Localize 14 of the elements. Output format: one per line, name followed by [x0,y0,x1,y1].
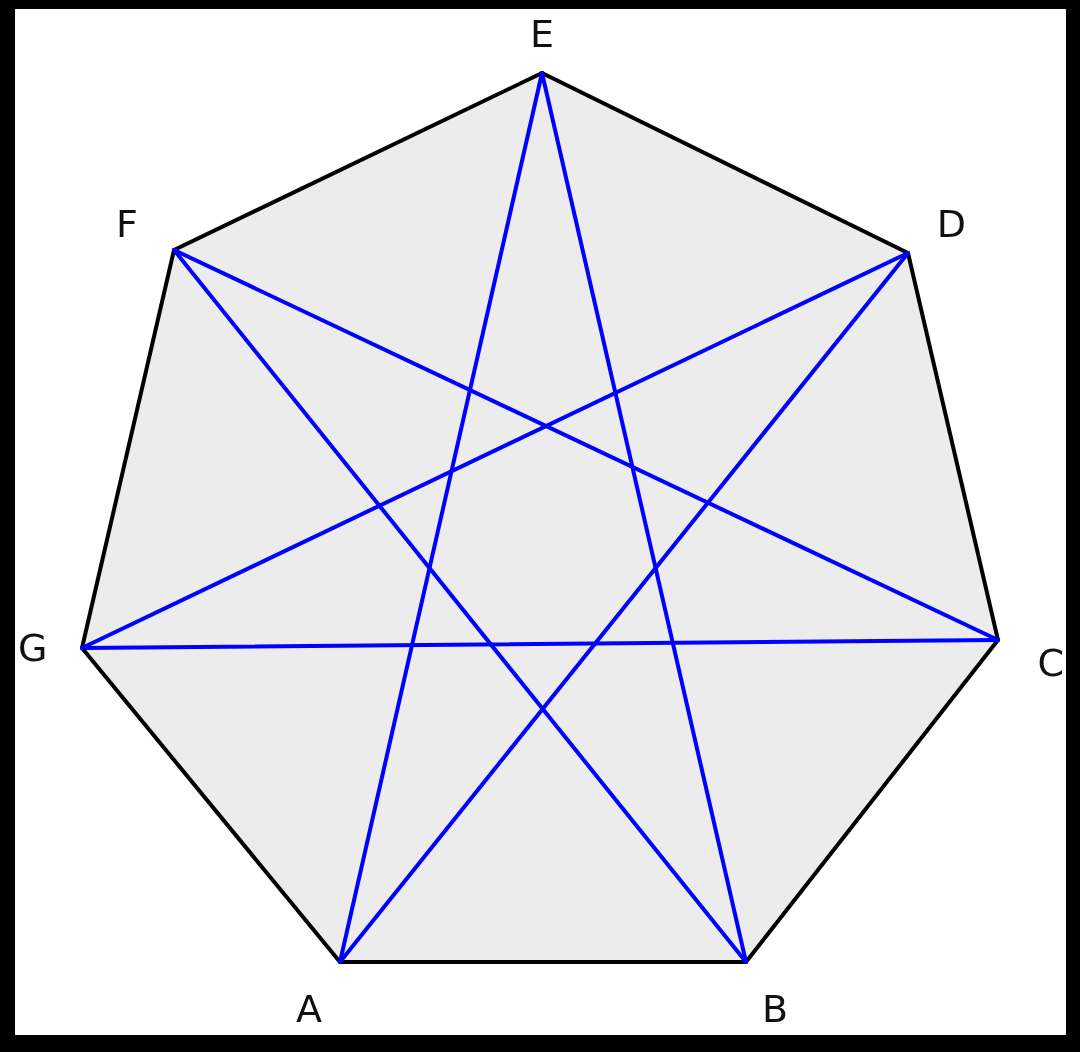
vertex-label: B [746,962,788,1028]
diagonal-line [172,248,748,964]
vertex-label: C [998,630,1064,682]
side-line [906,251,1000,642]
diagonal-line [80,638,1000,650]
vertex-label: F [116,205,174,250]
side-line [338,960,748,964]
vertex-label: D [908,205,966,253]
diagonal-line [338,251,910,964]
vertex-label: G [18,626,82,670]
vertex-label: E [517,15,567,73]
diagonal-line [540,71,748,964]
side-line [172,71,544,252]
vertex-label: A [296,962,340,1028]
